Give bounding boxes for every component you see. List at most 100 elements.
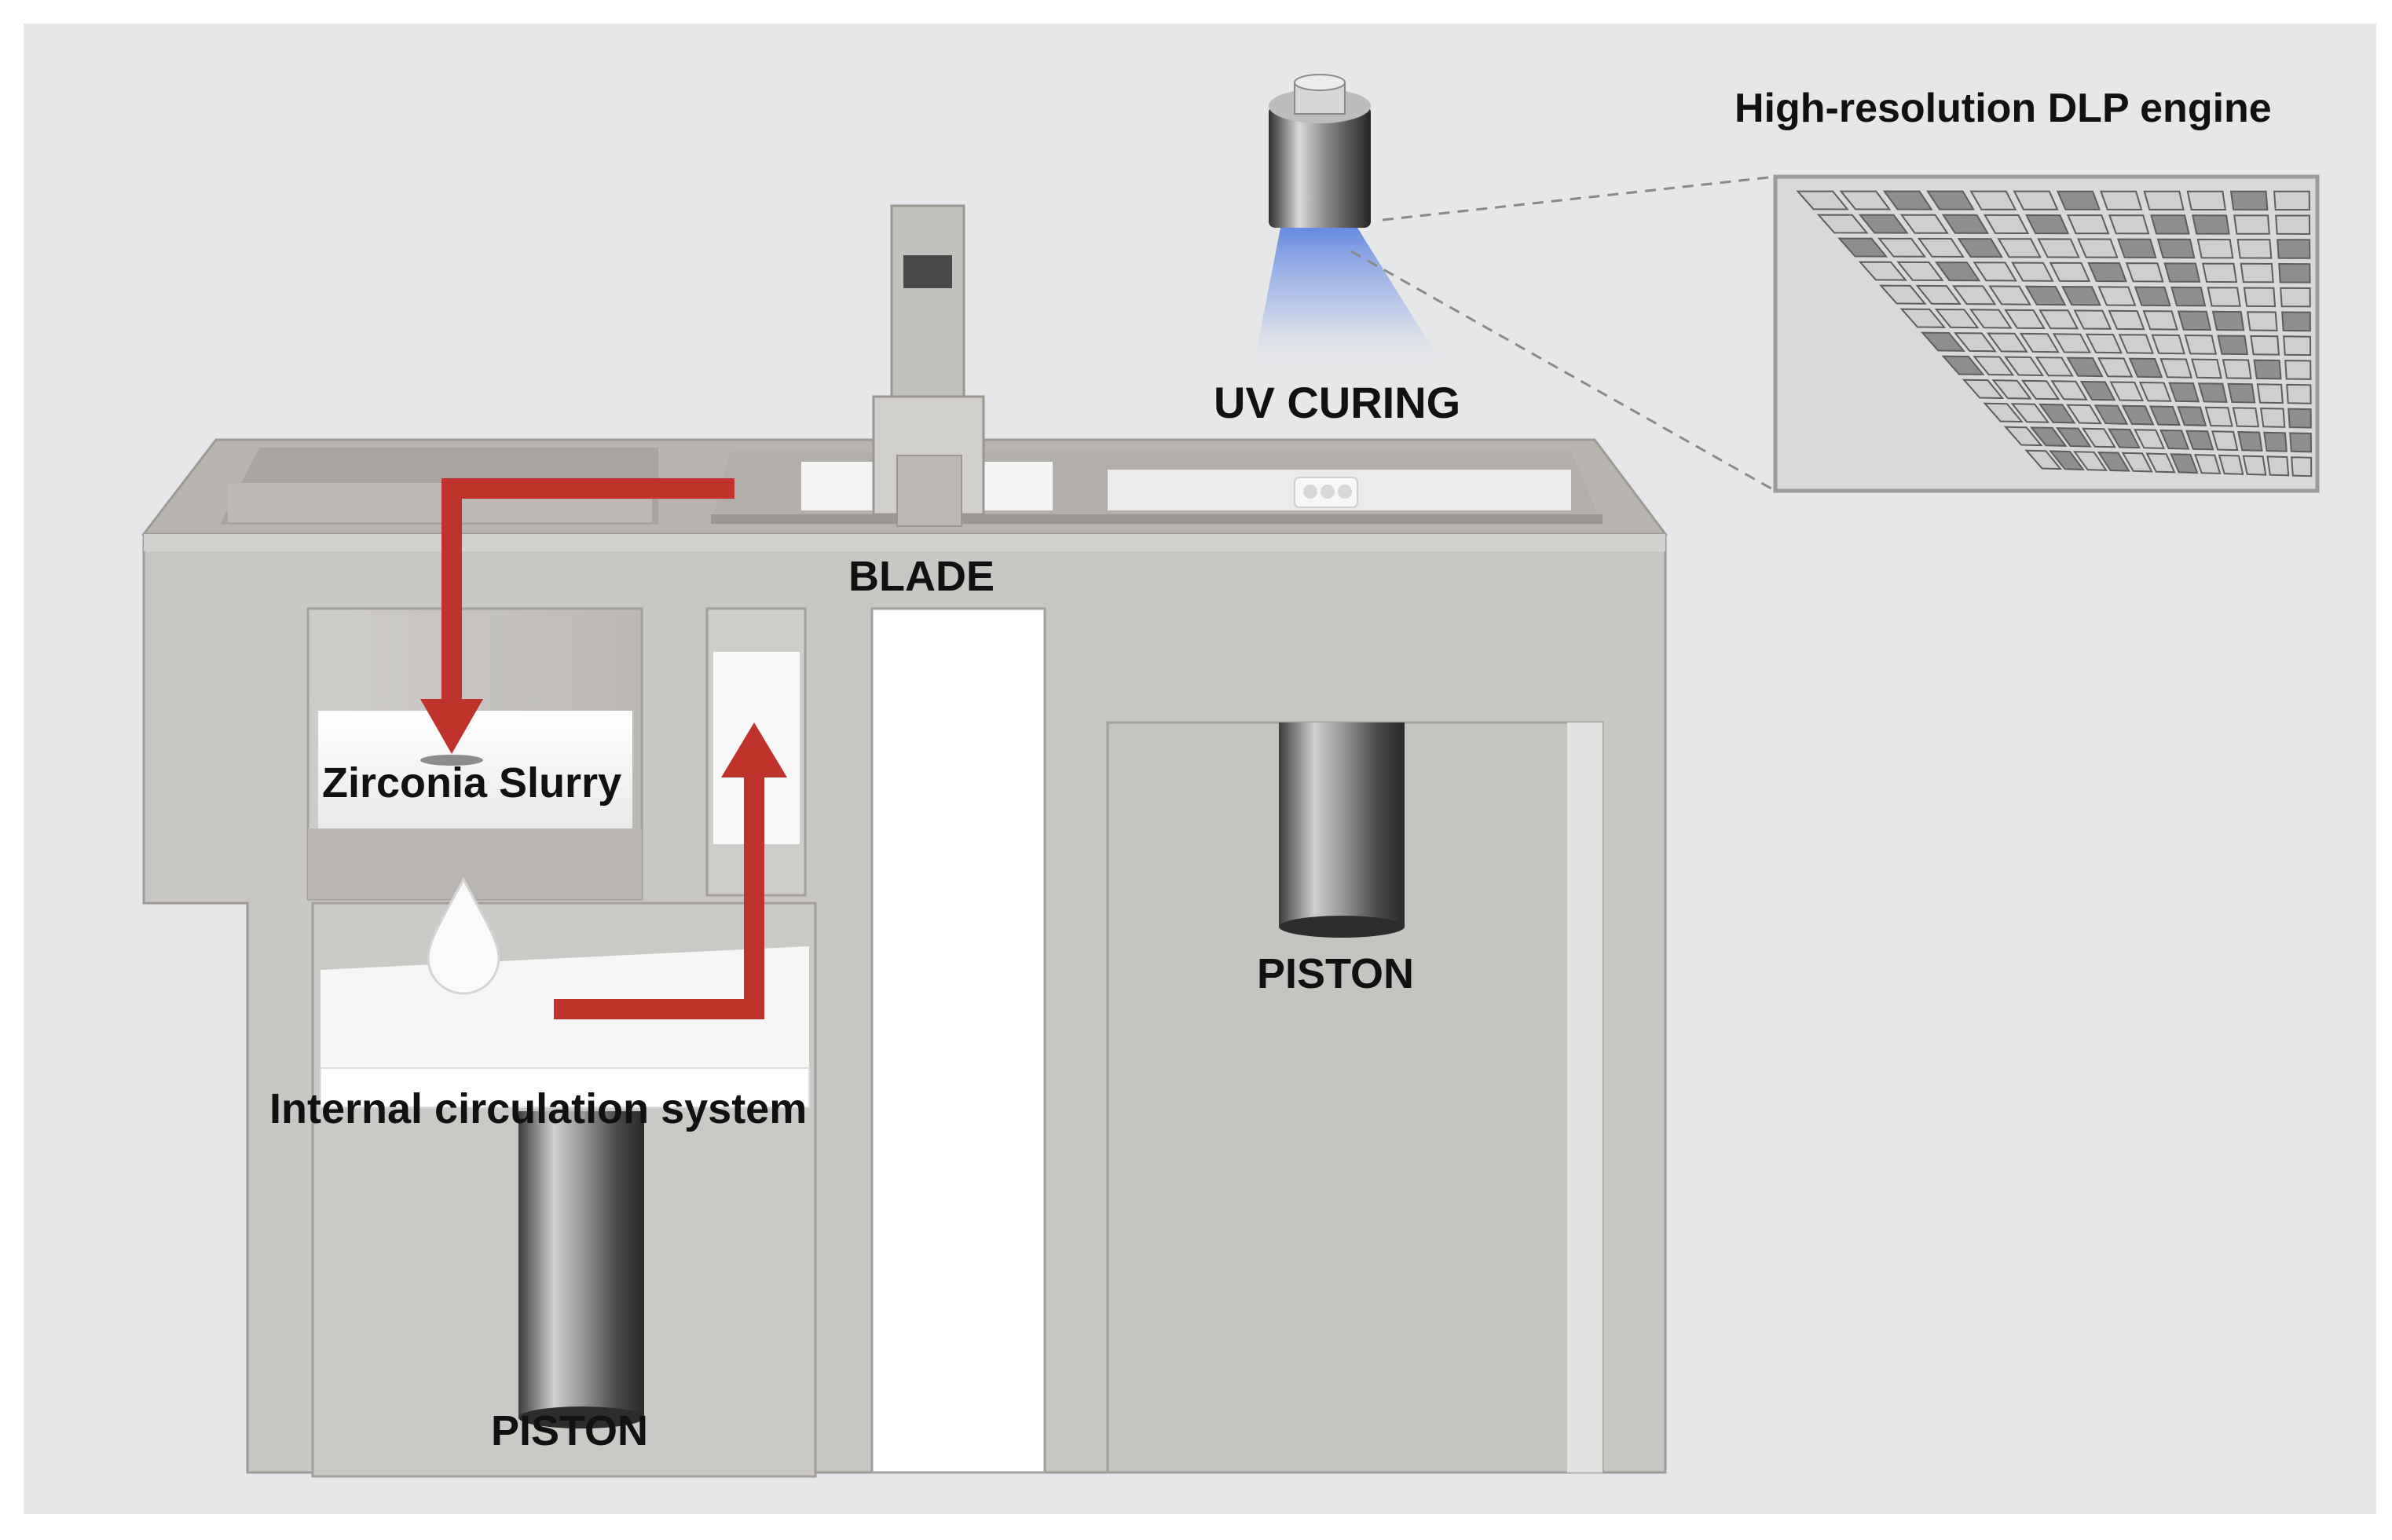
uv-beam [1253,228,1445,369]
slurry-tank-fill [318,711,632,829]
right-piston [1279,722,1405,927]
micromirror [2128,357,2163,379]
micromirror [2211,310,2245,331]
micromirror [2185,430,2214,451]
micromirror [1879,284,1927,305]
dlp-engine-label: High-resolution DLP engine [1734,86,2272,131]
micromirror [2151,334,2185,355]
piston-right-label: PISTON [1257,950,1414,997]
micromirror [2250,335,2280,356]
supply-flow-arrow [554,766,764,1019]
micromirror [2116,238,2157,259]
micromirror [2253,359,2282,380]
micromirror [2283,335,2312,357]
uv-lamp[interactable] [1253,74,1445,369]
callout-line-top [1382,175,1776,221]
micromirror [1991,379,2032,400]
micromirror [2004,309,2046,330]
micromirror [2291,456,2313,477]
micromirror [2277,239,2311,259]
micromirror [2280,287,2311,308]
micromirror [2163,262,2201,283]
micromirror [2073,309,2112,330]
micromirror [2263,431,2288,452]
micromirror [1816,214,1869,234]
right-piston-bottom [1279,916,1405,938]
micromirror [1969,309,2013,329]
micromirror [2024,214,2070,235]
micromirror [2204,406,2233,427]
micromirror [1934,308,1980,329]
micromirror [2288,408,2312,429]
micromirror [1899,214,1949,234]
micromirror [2156,238,2196,259]
left-piston [518,1111,644,1417]
micromirror [2125,262,2164,283]
micromirror [2240,262,2274,283]
micromirror [2035,357,2074,377]
slurry-surface-mark [420,755,483,766]
micromirror [2170,286,2207,307]
micromirror [2121,404,2155,426]
return-flow-arrowhead [420,699,483,754]
micromirror [2038,403,2076,424]
micromirror [2097,357,2134,378]
micromirror [2050,380,2088,401]
build-chamber-inner-wall [1567,722,1603,1472]
micromirror [2039,309,2079,330]
printed-part [1294,477,1358,508]
micromirror [2232,407,2260,428]
micromirror [2052,333,2091,353]
micromirror [2024,449,2063,470]
micromirror [2197,382,2228,403]
micromirror [2118,334,2154,354]
blade-assembly [872,204,985,527]
slurry-tank-base [308,829,642,899]
micromirror [2284,360,2312,380]
return-flow-arrow [441,478,734,711]
micromirror [2145,452,2176,474]
micromirror [2222,359,2252,379]
micromirror [2020,379,2060,401]
micromirror [2289,432,2313,453]
micromirror [2066,404,2102,425]
micromirror [2029,426,2068,447]
blade-carriage-front [896,455,962,527]
micromirror [2201,262,2238,283]
micromirror [2177,406,2207,426]
micromirror [2003,426,2043,447]
micromirror [2192,214,2230,235]
micromirror [2003,356,2045,377]
micromirror [1926,190,1975,210]
micromirror [2142,310,2178,331]
micromirror [2019,332,2060,353]
zirconia-slurry-label: Zirconia Slurry [322,759,621,807]
micromirror [2087,262,2127,283]
micromirror [2143,190,2185,210]
micromirror [1796,190,1849,210]
micromirror [1920,331,1965,352]
micromirror [2066,214,2110,235]
micromirror [1973,356,2015,376]
micromirror [2273,190,2310,211]
micromirror [2056,190,2101,210]
left-piston-bottom [518,1406,644,1428]
micromirror [2170,453,2199,474]
micromirror [2049,262,2091,283]
micromirror [2134,429,2166,449]
micromirror [2037,238,2080,258]
micromirror [2010,403,2050,423]
micromirror [2184,334,2218,355]
micromirror [2159,429,2190,450]
micromirror [2085,333,2123,354]
micromirror [2066,357,2104,378]
micromirror [2148,405,2181,426]
circulation-slurry-base [320,1067,810,1108]
micromirror [2081,427,2116,448]
micromirror [1983,402,2024,423]
micromirror [2097,451,2130,472]
micromirror [1941,214,1989,234]
micromirror [2218,454,2244,475]
micromirror [2281,311,2311,332]
micromirror [2077,238,2119,258]
